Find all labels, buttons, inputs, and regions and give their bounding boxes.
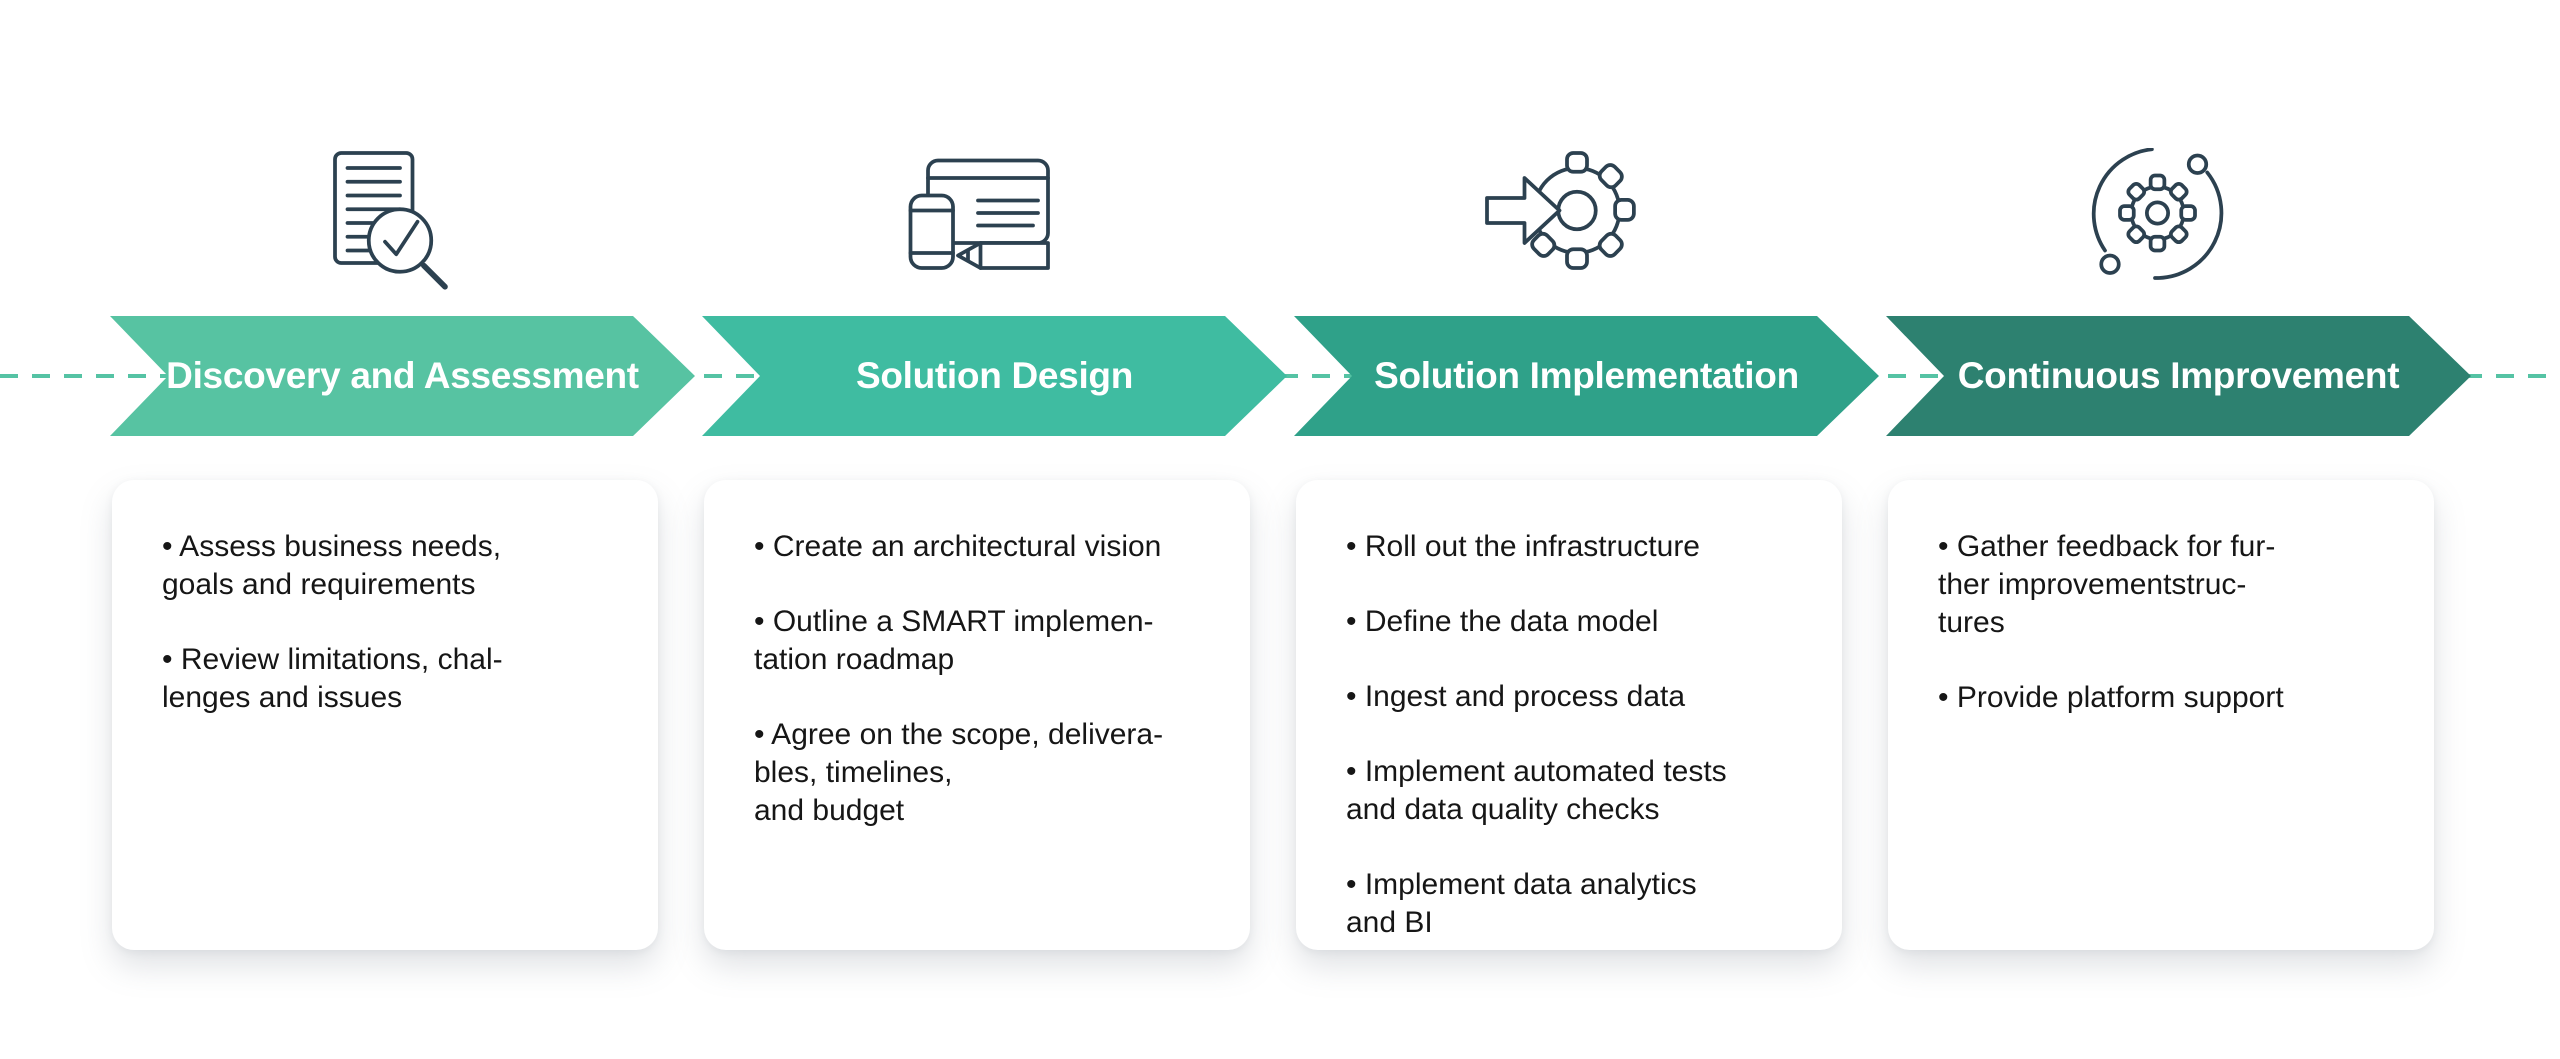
stage-arrow-discovery: Discovery and Assessment [110, 316, 695, 436]
bullet-item: • Outline a SMART implemen- tation roadm… [754, 605, 1154, 676]
bullet-item: • Implement data analytics and BI [1346, 868, 1697, 939]
bullet-item: • Assess business needs, goals and requi… [162, 530, 502, 601]
devices-pencil-icon [898, 148, 1058, 298]
bullet-item: • Define the data model [1346, 605, 1659, 638]
stage-title: Solution Design [855, 355, 1134, 396]
bullet-item: • Ingest and process data [1346, 680, 1686, 713]
stage-card-implementation: • Roll out the infrastructure • Define t… [1296, 480, 1842, 950]
bullet-item: • Roll out the infrastructure [1346, 530, 1700, 563]
stage-arrow-improvement: Continuous Improvement [1886, 316, 2471, 436]
stage-card-design: • Create an architectural vision • Outli… [704, 480, 1250, 950]
stage-arrow-design: Solution Design [702, 316, 1287, 436]
gear-cycle-icon [2080, 147, 2240, 298]
bullet-item: • Agree on the scope, delivera- bles, ti… [754, 718, 1164, 827]
stage-card-improvement: • Gather feedback for fur- ther improvem… [1888, 480, 2434, 950]
stage-title: Discovery and Assessment [166, 355, 639, 396]
stage-title: Continuous Improvement [1957, 355, 2400, 396]
stage-card-discovery: • Assess business needs, goals and requi… [112, 480, 658, 950]
bullet-item: • Review limitations, chal- lenges and i… [162, 643, 503, 714]
stage-arrow-implementation: Solution Implementation [1294, 316, 1879, 436]
arrow-into-gear-icon [1477, 148, 1637, 298]
bullet-item: • Gather feedback for fur- ther improvem… [1938, 530, 2276, 639]
bullet-item: • Create an architectural vision [754, 530, 1162, 563]
bullet-item: • Implement automated tests and data qua… [1346, 755, 1727, 826]
stage-title: Solution Implementation [1374, 355, 1799, 396]
bullet-item: • Provide platform support [1938, 681, 2284, 714]
document-check-magnifier-icon [305, 148, 465, 298]
